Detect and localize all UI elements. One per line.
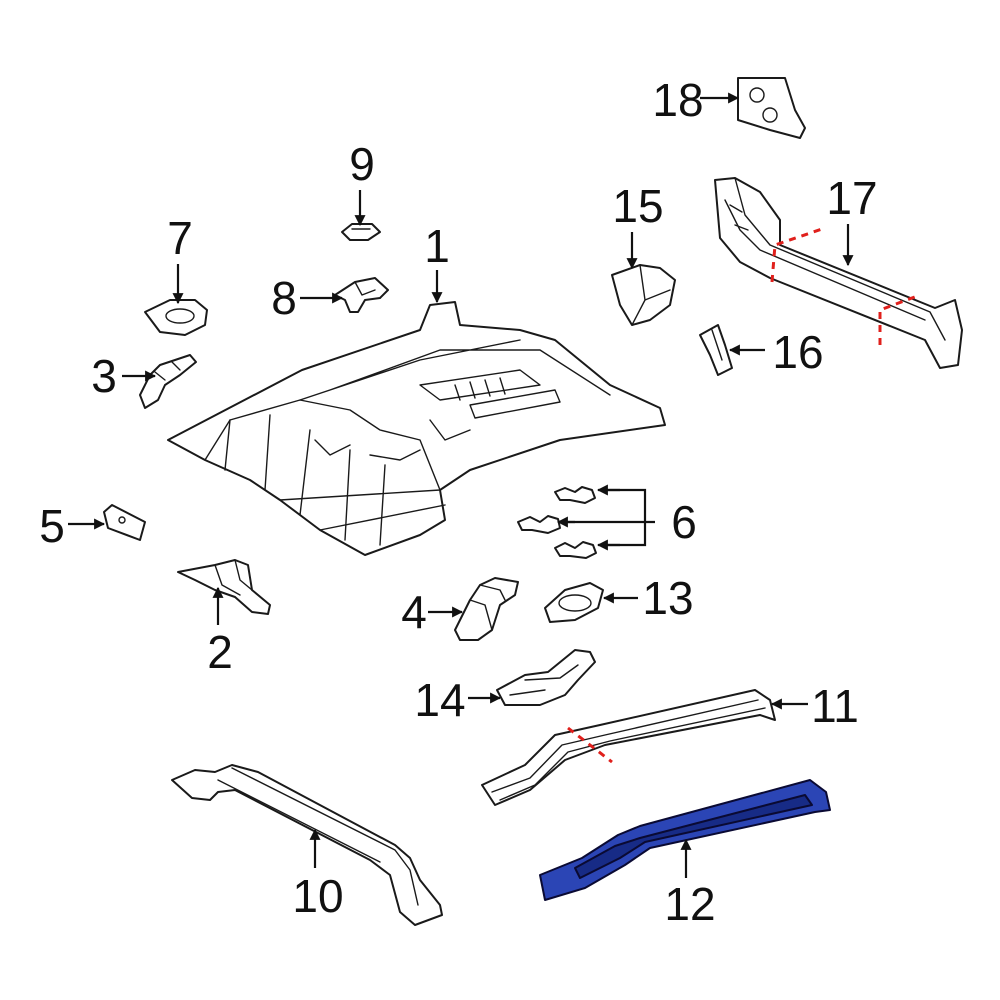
part-11-side-rail[interactable] <box>481 689 776 806</box>
part-5-plate[interactable] <box>103 504 146 541</box>
part-7-cup[interactable] <box>144 299 208 336</box>
callout-9[interactable]: 9 <box>349 138 375 190</box>
callout-5[interactable]: 5 <box>39 500 65 552</box>
callout-4[interactable]: 4 <box>401 586 427 638</box>
part-8-bracket[interactable] <box>334 277 389 313</box>
callout-12[interactable]: 12 <box>664 878 715 930</box>
part-10-side-rail[interactable] <box>171 764 443 926</box>
part-4-bracket[interactable] <box>454 577 519 641</box>
callout-15[interactable]: 15 <box>612 180 663 232</box>
callout-7[interactable]: 7 <box>167 212 193 264</box>
part-15-panel[interactable] <box>611 264 676 326</box>
callout-16[interactable]: 16 <box>772 326 823 378</box>
callout-6[interactable]: 6 <box>671 496 697 548</box>
callout-3[interactable]: 3 <box>91 350 117 402</box>
cut-line-11 <box>567 726 613 764</box>
callout-17[interactable]: 17 <box>826 172 877 224</box>
leader-arrows <box>68 92 854 878</box>
part-13-cup[interactable] <box>544 582 604 623</box>
part-9-clip[interactable] <box>341 223 381 241</box>
callout-13[interactable]: 13 <box>642 572 693 624</box>
part-2-bracket[interactable] <box>177 559 271 615</box>
part-3-bracket[interactable] <box>139 354 197 409</box>
part-6-brackets[interactable] <box>517 486 597 559</box>
callout-14[interactable]: 14 <box>414 674 465 726</box>
part-16-bracket[interactable] <box>699 324 733 376</box>
callout-18[interactable]: 18 <box>652 74 703 126</box>
callout-1[interactable]: 1 <box>424 220 450 272</box>
callout-labels: 1 2 3 4 5 6 7 8 9 10 11 12 13 14 15 16 1… <box>39 74 877 930</box>
callout-10[interactable]: 10 <box>292 870 343 922</box>
part-14-reinforcement[interactable] <box>496 649 596 706</box>
callout-8[interactable]: 8 <box>271 272 297 324</box>
part-1-rear-floor-pan[interactable] <box>167 301 666 556</box>
callout-11[interactable]: 11 <box>811 680 859 732</box>
part-17-rail[interactable] <box>714 177 963 369</box>
part-18-bracket[interactable] <box>737 77 806 139</box>
callout-2[interactable]: 2 <box>207 626 233 678</box>
